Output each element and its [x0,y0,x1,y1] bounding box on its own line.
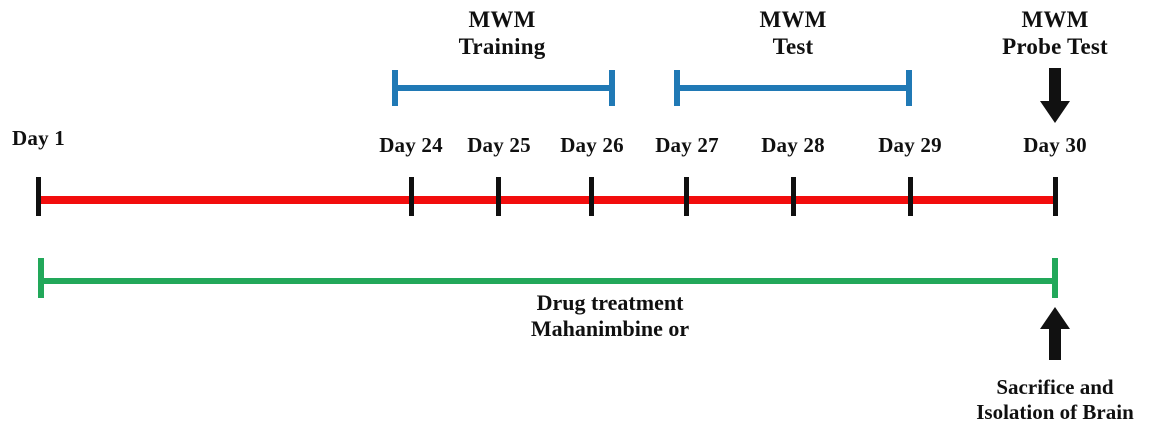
bracket-mwm-test-right-cap [906,70,912,106]
phase-caption-mwm-training-line2: Training [458,34,546,60]
day-label-30: Day 30 [1023,133,1087,157]
bracket-mwm-training-right-cap [609,70,615,106]
phase-caption-mwm-training: MWM Training [459,6,546,60]
drug-treatment-caption-line2: Mahanimbine or [530,316,690,342]
drug-treatment-span-left-cap [38,258,44,298]
day-label-27: Day 27 [655,133,719,157]
phase-caption-mwm-probe-test: MWM Probe Test [1002,6,1108,60]
phase-caption-mwm-probe-test-line1: MWM [1021,7,1089,32]
day-label-1: Day 1 [12,126,65,150]
timeline-tick-day-27 [684,177,689,216]
day-label-29: Day 29 [878,133,942,157]
bracket-mwm-training-bar [392,85,615,91]
bracket-mwm-test [674,70,912,106]
up-arrow-icon-sacrifice [1038,307,1072,360]
timeline-tick-day-29 [908,177,913,216]
day-label-28: Day 28 [761,133,825,157]
phase-caption-mwm-probe-test-line2: Probe Test [1002,34,1108,60]
drug-treatment-span-bar [38,278,1058,284]
bracket-mwm-test-bar [674,85,912,91]
bracket-mwm-training [392,70,615,106]
down-arrow-icon-probe-test [1038,68,1072,123]
sacrifice-caption-line1: Sacrifice and [996,375,1114,399]
day-label-25: Day 25 [467,133,531,157]
main-timeline-bar [38,196,1058,204]
day-label-24: Day 24 [379,133,443,157]
timeline-tick-day-30 [1053,177,1058,216]
timeline-tick-day-28 [791,177,796,216]
sacrifice-caption: Sacrifice and Isolation of Brain [976,375,1134,425]
day-label-26: Day 26 [560,133,624,157]
drug-treatment-caption-line1: Drug treatment [536,290,684,315]
timeline-tick-day-1 [36,177,41,216]
sacrifice-caption-line2: Isolation of Brain [976,400,1134,425]
phase-caption-mwm-test: MWM Test [759,6,826,60]
phase-caption-mwm-test-line2: Test [772,34,814,60]
timeline-tick-day-26 [589,177,594,216]
drug-treatment-caption: Drug treatment Mahanimbine or [531,290,689,343]
timeline-tick-day-24 [409,177,414,216]
drug-treatment-span-right-cap [1052,258,1058,298]
phase-caption-mwm-test-line1: MWM [759,7,827,32]
phase-caption-mwm-training-line1: MWM [468,7,536,32]
timeline-tick-day-25 [496,177,501,216]
